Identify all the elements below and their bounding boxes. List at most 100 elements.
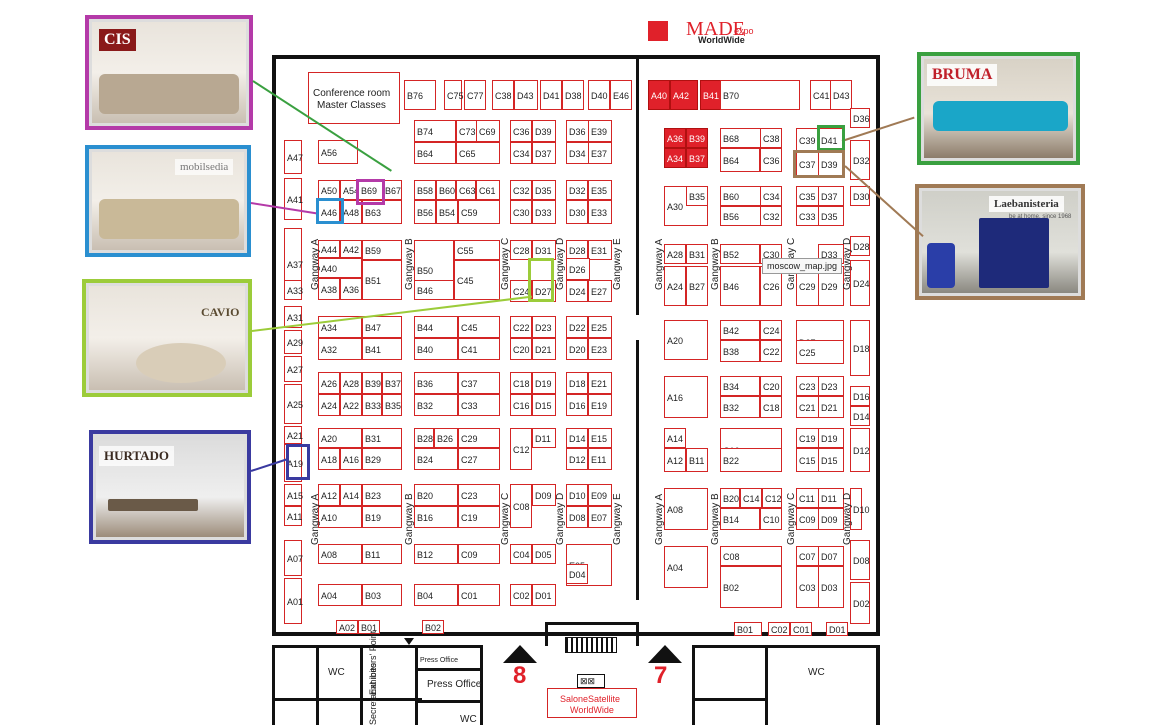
booth-d30[interactable]: D30 <box>566 200 588 224</box>
booth-d33[interactable]: D33 <box>532 200 556 224</box>
booth-a12[interactable]: A12 <box>664 448 686 472</box>
booth-b40[interactable]: B40 <box>414 338 458 360</box>
booth-a50[interactable]: A50 <box>318 180 340 200</box>
booth-a41[interactable]: A41 <box>284 178 303 220</box>
booth-b76[interactable]: B76 <box>404 80 436 110</box>
booth-b31[interactable]: B31 <box>686 244 708 264</box>
booth-a16[interactable]: A16 <box>340 448 362 470</box>
booth-c02[interactable]: C02 <box>510 584 532 606</box>
booth-b31[interactable]: B31 <box>362 428 402 448</box>
booth-a20[interactable]: A20 <box>318 428 362 448</box>
booth-c09[interactable]: C09 <box>458 544 500 564</box>
booth-b02[interactable]: B02 <box>422 620 444 634</box>
booth-c08[interactable]: C08 <box>510 484 532 528</box>
booth-c39[interactable]: C39 <box>796 128 818 152</box>
booth-c22[interactable]: C22 <box>760 340 782 362</box>
booth-a42[interactable]: A42 <box>340 240 362 258</box>
booth-c08[interactable]: C08 <box>720 546 782 566</box>
booth-d01[interactable]: D01 <box>826 622 848 636</box>
booth-d12[interactable]: D12 <box>566 448 588 470</box>
booth-a25[interactable]: A25 <box>284 384 303 424</box>
booth-a04[interactable]: A04 <box>318 584 362 606</box>
booth-b51[interactable]: B51 <box>362 260 402 300</box>
booth-c59[interactable]: C59 <box>458 200 500 224</box>
booth-d37[interactable]: D37 <box>818 186 844 206</box>
booth-d37[interactable]: D37 <box>532 142 556 164</box>
booth-d22[interactable]: D22 <box>566 316 588 338</box>
booth-d35[interactable]: D35 <box>818 206 844 226</box>
booth-c19[interactable]: C19 <box>796 428 820 448</box>
booth-b56[interactable]: B56 <box>414 200 436 224</box>
booth-b26[interactable]: B26 <box>434 428 458 448</box>
booth-a48[interactable]: A48 <box>340 200 362 224</box>
booth-d40[interactable]: D40 <box>588 80 610 110</box>
booth-b33[interactable]: B33 <box>362 394 382 416</box>
booth-b64[interactable]: B64 <box>720 148 760 172</box>
booth-c37[interactable]: C37 <box>458 372 500 394</box>
booth-b44[interactable]: B44 <box>414 316 458 338</box>
booth-a36[interactable]: A36 <box>340 278 362 300</box>
booth-c32[interactable]: C32 <box>760 206 782 226</box>
booth-b35[interactable]: B35 <box>382 394 402 416</box>
booth-a42[interactable]: A42 <box>670 80 698 110</box>
booth-d19[interactable]: D19 <box>532 372 556 394</box>
booth-c69[interactable]: C69 <box>476 120 500 142</box>
booth-d31[interactable]: D31 <box>532 240 556 260</box>
booth-b20[interactable]: B20 <box>414 484 458 506</box>
booth-b60[interactable]: B60 <box>436 180 456 200</box>
booth-b11[interactable]: B11 <box>686 448 708 472</box>
booth-b41[interactable]: B41 <box>362 338 402 360</box>
booth-a32[interactable]: A32 <box>318 338 362 360</box>
booth-a47[interactable]: A47 <box>284 140 303 174</box>
booth-c33[interactable]: C33 <box>796 206 820 226</box>
booth-b74[interactable]: B74 <box>414 120 456 142</box>
booth-d16[interactable]: D16 <box>850 386 870 406</box>
booth-c14[interactable]: C14 <box>740 488 762 508</box>
booth-b59[interactable]: B59 <box>362 240 402 260</box>
booth-c15[interactable]: C15 <box>796 448 820 472</box>
booth-c16[interactable]: C16 <box>510 394 532 416</box>
booth-d43[interactable]: D43 <box>830 80 852 110</box>
booth-b14[interactable]: B14 <box>720 508 760 530</box>
booth-c18[interactable]: C18 <box>510 372 532 394</box>
brand-mobilsedia[interactable]: mobilsedia <box>85 145 251 257</box>
booth-c77[interactable]: C77 <box>464 80 486 110</box>
booth-a24[interactable]: A24 <box>664 266 686 306</box>
booth-c20[interactable]: C20 <box>760 376 782 396</box>
booth-d12[interactable]: D12 <box>850 428 870 472</box>
booth-b04[interactable]: B04 <box>414 584 458 606</box>
brand-hurtado[interactable]: HURTADO <box>89 430 251 544</box>
booth-d02[interactable]: D02 <box>850 582 870 624</box>
booth-d14[interactable]: D14 <box>850 406 870 426</box>
booth-d04[interactable]: D04 <box>566 564 588 584</box>
booth-c25[interactable]: C25 <box>796 340 844 364</box>
booth-b70[interactable]: B70 <box>720 80 800 110</box>
booth-a10[interactable]: A10 <box>318 506 362 528</box>
booth-a22[interactable]: A22 <box>340 394 362 416</box>
booth-c45[interactable]: C45 <box>454 260 500 300</box>
booth-a14[interactable]: A14 <box>340 484 362 506</box>
booth-a08[interactable]: A08 <box>318 544 362 564</box>
booth-b67[interactable]: B67 <box>382 180 402 200</box>
booth-d10[interactable]: D10 <box>566 484 588 506</box>
booth-e21[interactable]: E21 <box>588 372 612 394</box>
booth-d32[interactable]: D32 <box>566 180 588 200</box>
booth-c36[interactable]: C36 <box>510 120 532 142</box>
booth-c30[interactable]: C30 <box>510 200 532 224</box>
booth-a40[interactable]: A40 <box>648 80 670 110</box>
booth-d03[interactable]: D03 <box>818 566 844 608</box>
conference-room[interactable]: Conference room Master Classes <box>308 72 400 124</box>
booth-d08[interactable]: D08 <box>850 540 870 580</box>
booth-a33[interactable]: A33 <box>284 280 303 300</box>
booth-b02[interactable]: B02 <box>720 566 782 608</box>
booth-b28[interactable]: B28 <box>414 428 434 448</box>
booth-d24[interactable]: D24 <box>566 280 588 302</box>
booth-c18[interactable]: C18 <box>760 396 782 418</box>
booth-d18[interactable]: D18 <box>850 320 870 376</box>
booth-d28[interactable]: D28 <box>850 236 870 256</box>
booth-c28[interactable]: C28 <box>510 240 532 260</box>
booth-b34[interactable]: B34 <box>720 376 760 396</box>
booth-c02[interactable]: C02 <box>768 622 790 636</box>
booth-d10[interactable]: D10 <box>850 488 870 530</box>
booth-d18[interactable]: D18 <box>566 372 588 394</box>
